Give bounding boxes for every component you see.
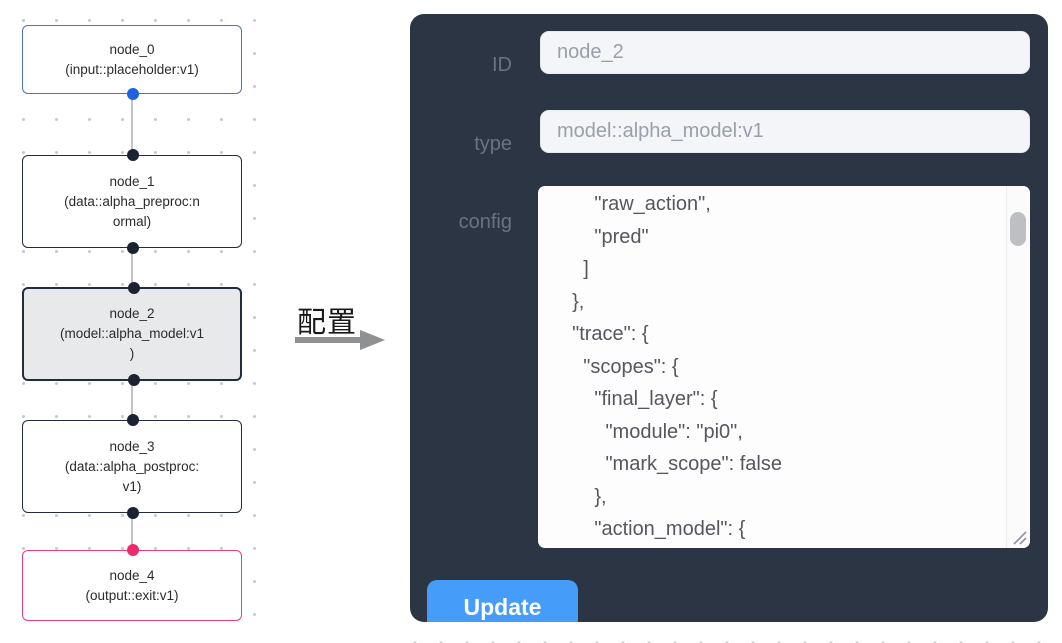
flow-node-node_2[interactable]: node_2 (model::alpha_model:v1 ) — [22, 282, 242, 386]
output-port[interactable] — [128, 374, 140, 386]
update-button[interactable]: Update — [427, 580, 578, 622]
output-port[interactable] — [127, 507, 139, 519]
config-textarea[interactable]: "raw_action", "pred" ] }, "trace": { "sc… — [538, 186, 1030, 548]
config-field-label: config — [458, 211, 512, 233]
node-subtitle: (output::exit:v1) — [85, 587, 179, 603]
scrollbar-thumb[interactable] — [1010, 212, 1026, 246]
node-title: node_1 — [109, 173, 155, 189]
id-field-label: ID — [492, 54, 512, 76]
flow-node-node_3[interactable]: node_3 (data::alpha_postproc: v1) — [22, 414, 242, 519]
node-title: node_3 — [109, 438, 155, 454]
flow-node-node_0[interactable]: node_0 (input::placeholder:v1) — [22, 25, 242, 100]
type-field-label: type — [474, 133, 512, 155]
id-input[interactable] — [540, 31, 1030, 74]
node-subtitle: (input::placeholder:v1) — [65, 61, 199, 77]
edge — [131, 381, 133, 420]
input-port[interactable] — [127, 149, 139, 161]
edge — [131, 248, 133, 287]
node-title: node_4 — [109, 567, 155, 583]
input-port[interactable] — [127, 414, 139, 426]
type-input[interactable] — [540, 110, 1030, 153]
node-title: node_2 — [109, 306, 155, 321]
resize-handle-icon[interactable] — [1008, 526, 1028, 546]
node-config-panel: ID type config "raw_action", "pred" ] },… — [410, 14, 1048, 622]
node-subtitle: (data::alpha_preproc:n ormal) — [64, 193, 200, 229]
config-json-text[interactable]: "raw_action", "pred" ] }, "trace": { "sc… — [572, 193, 782, 540]
arrow-icon — [295, 337, 362, 343]
node-subtitle: (model::alpha_model:v1 ) — [59, 326, 205, 361]
flow-node-node_4[interactable]: node_4 (output::exit:v1) — [22, 544, 242, 621]
output-port[interactable] — [127, 88, 139, 100]
flow-node-node_1[interactable]: node_1 (data::alpha_preproc:n ormal) — [22, 149, 242, 254]
edge — [131, 513, 133, 550]
config-annotation-label: 配置 — [297, 307, 358, 339]
node-title: node_0 — [109, 41, 155, 57]
node-subtitle: (data::alpha_postproc: v1) — [64, 458, 200, 494]
output-port[interactable] — [127, 242, 139, 254]
edge — [131, 94, 133, 155]
arrow-icon — [360, 330, 385, 350]
scrollbar-track[interactable] — [1006, 186, 1030, 548]
input-port[interactable] — [128, 282, 140, 294]
input-port[interactable] — [127, 544, 139, 556]
